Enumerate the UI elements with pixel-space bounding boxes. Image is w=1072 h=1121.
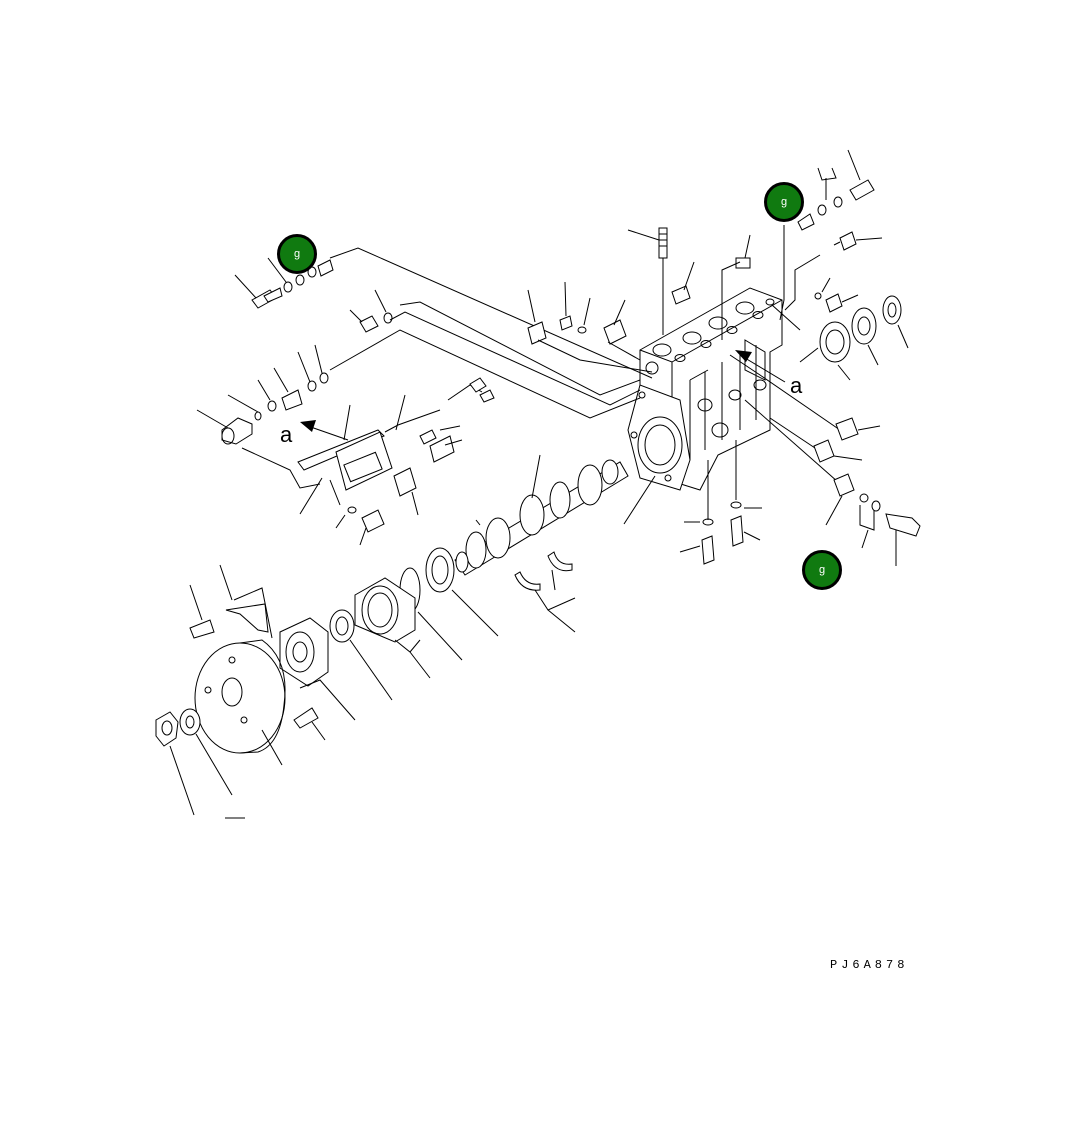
pump-housing: [627, 287, 783, 491]
upper-left-fittings: [196, 257, 393, 489]
bearing-shells: [514, 551, 576, 633]
callout-marker[interactable]: g: [764, 182, 804, 222]
top-right-fittings: [771, 149, 909, 381]
right-side-bolts: [679, 354, 921, 566]
drawing-code: PJ6A878: [830, 958, 909, 972]
view-label-a: a: [790, 373, 803, 398]
solenoid-bracket: [297, 377, 495, 546]
camshaft: [454, 454, 656, 576]
fuel-pipes: [329, 247, 653, 419]
callout-marker[interactable]: g: [277, 234, 317, 274]
view-label-a: a: [280, 422, 293, 447]
drive-coupling: [155, 547, 499, 819]
callout-marker[interactable]: g: [802, 550, 842, 590]
top-center-fittings: [527, 227, 751, 373]
view-arrows: [300, 350, 786, 441]
